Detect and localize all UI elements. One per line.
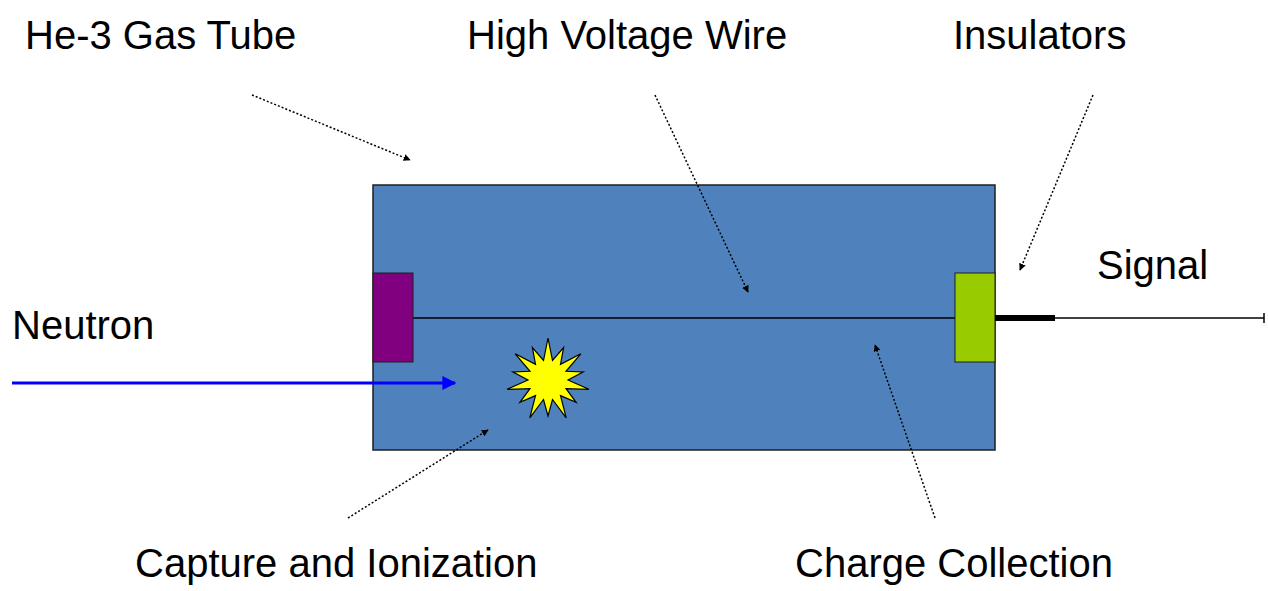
label-text: Neutron bbox=[12, 305, 154, 345]
label-text: He-3 Gas Tube bbox=[25, 15, 296, 55]
leader-line bbox=[875, 345, 935, 518]
leader-line bbox=[252, 95, 410, 160]
high-voltage-wire bbox=[413, 317, 955, 319]
label-text: Capture and Ionization bbox=[135, 543, 538, 583]
label-text: Signal bbox=[1097, 245, 1208, 285]
signal-line bbox=[1055, 317, 1264, 319]
signal-terminal bbox=[995, 315, 1055, 321]
left-insulator bbox=[373, 273, 413, 362]
leader-line bbox=[655, 95, 748, 292]
leader-line bbox=[1020, 95, 1093, 270]
signal-end-tick bbox=[1263, 313, 1265, 323]
gas-tube bbox=[373, 185, 995, 450]
label-text: Charge Collection bbox=[795, 543, 1113, 583]
label-text: High Voltage Wire bbox=[467, 15, 787, 55]
capture-starburst bbox=[507, 338, 589, 418]
neutron-arrow bbox=[12, 382, 455, 385]
right-insulator bbox=[955, 273, 995, 362]
leader-line bbox=[348, 430, 488, 518]
label-text: Insulators bbox=[953, 15, 1126, 55]
